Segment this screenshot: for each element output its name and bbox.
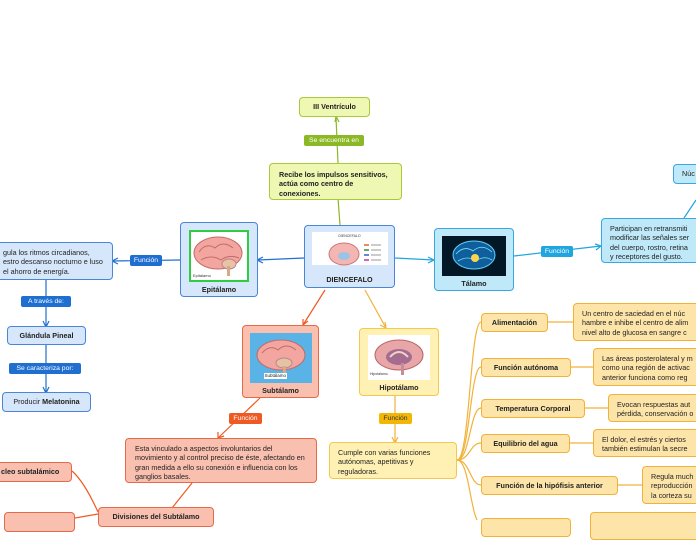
funcion-autonoma-node[interactable]: Función autónoma: [481, 358, 571, 377]
nucleo-subtalamico-text: cleo subtalámico: [1, 467, 60, 476]
glowing-brain-icon: [452, 240, 496, 270]
producir-text: Producir Melatonina: [3, 393, 90, 411]
melatonina-text: Melatonina: [42, 397, 80, 406]
subtalamo-image-label: Subtálamo: [263, 373, 288, 379]
a-traves-label[interactable]: A través de:: [21, 296, 71, 307]
hipotalamo-image: Hipotálamo: [368, 335, 430, 380]
connector-lines: [42, 114, 696, 520]
divisiones-node[interactable]: Divisiones del Subtálamo: [98, 507, 214, 527]
alimentacion-desc: Un centro de saciedad en el núc hambre e…: [582, 309, 689, 337]
talamo-nucleo-text: Núc: [682, 169, 695, 178]
subtalamo-image: Subtálamo: [249, 333, 312, 383]
talamo-funcion-node[interactable]: Participan en retransmiti modificar las …: [601, 218, 696, 263]
hipotalamo-node[interactable]: Hipotálamo Hipotálamo: [359, 328, 439, 396]
equilibrio-desc: El dolor, el estrés y ciertos también es…: [602, 435, 688, 454]
talamo-image: [442, 236, 506, 276]
hipotalamo-desc-cut[interactable]: [590, 512, 696, 540]
alimentacion-label: Alimentación: [491, 318, 538, 327]
glandula-text: Glándula Pineal: [19, 331, 74, 340]
hipotalamo-title: Hipotálamo: [379, 383, 419, 392]
hipotalamo-item-cut[interactable]: [481, 518, 571, 537]
hipotalamo-funcion-text: Cumple con varias funciones autónomas, a…: [338, 448, 431, 476]
recibe-text: Recibe los impulsos sensitivos, actúa co…: [279, 170, 388, 198]
temperatura-label: Temperatura Corporal: [495, 404, 571, 413]
subtalamo-funcion-label[interactable]: Función: [229, 413, 262, 424]
hipofisis-desc-node[interactable]: Regula much reproducción la corteza su: [642, 466, 696, 504]
hipotalamo-funcion-node[interactable]: Cumple con varias funciones autónomas, a…: [329, 442, 457, 479]
equilibrio-desc-node[interactable]: El dolor, el estrés y ciertos también es…: [593, 429, 696, 457]
funcion-autonoma-desc: Las áreas posterolateral y m como una re…: [602, 354, 693, 382]
equilibrio-node[interactable]: Equilibrio del agua: [481, 434, 570, 453]
epitalamo-funcion-label[interactable]: Función: [130, 255, 162, 266]
hipotalamo-image-label: Hipotálamo: [370, 372, 388, 377]
ventriculo-label: III Ventrículo: [313, 102, 356, 111]
subtalamo-funcion-node[interactable]: Esta vinculado a aspectos involuntarios …: [125, 438, 317, 483]
divisiones-text: Divisiones del Subtálamo: [112, 512, 200, 521]
temperatura-node[interactable]: Temperatura Corporal: [481, 399, 585, 418]
division-node-cut[interactable]: [4, 512, 75, 532]
diencefalo-image-caption: DIENCEFALO: [338, 234, 361, 238]
talamo-nucleo-node[interactable]: Núc: [673, 164, 696, 184]
hipofisis-node[interactable]: Función de la hipófisis anterior: [481, 476, 618, 495]
talamo-title: Tálamo: [461, 279, 487, 288]
subtalamo-node[interactable]: Subtálamo Subtálamo: [242, 325, 319, 398]
nucleo-subtalamico-node[interactable]: cleo subtalámico: [0, 462, 72, 482]
brain-section-icon: [374, 339, 424, 375]
ventriculo-node[interactable]: III Ventrículo: [299, 97, 370, 117]
se-encuentra-label[interactable]: Se encuentra en: [304, 135, 364, 146]
temperatura-desc-node[interactable]: Evocan respuestas aut pérdida, conservac…: [608, 394, 696, 422]
hipofisis-label: Función de la hipófisis anterior: [496, 481, 603, 490]
producir-prefix: Producir: [13, 397, 43, 406]
talamo-node[interactable]: Tálamo: [434, 228, 514, 291]
recibe-node[interactable]: Recibe los impulsos sensitivos, actúa co…: [269, 163, 402, 200]
epitalamo-title: Epitálamo: [201, 285, 237, 294]
funcion-autonoma-desc-node[interactable]: Las áreas posterolateral y m como una re…: [593, 348, 696, 386]
se-caracteriza-label[interactable]: Se caracteriza por:: [9, 363, 81, 374]
alimentacion-node[interactable]: Alimentación: [481, 313, 548, 332]
equilibrio-label: Equilibrio del agua: [493, 439, 558, 448]
diencefalo-node[interactable]: DIENCEFALO DIENCEFALO: [304, 225, 395, 288]
funcion-autonoma-label: Función autónoma: [493, 363, 559, 372]
epitalamo-node[interactable]: Epitálamo Epitálamo: [180, 222, 258, 297]
epitalamo-funcion-text: gula los ritmos circadianos, estro desca…: [3, 248, 103, 276]
subtalamo-title: Subtálamo: [262, 386, 299, 395]
brain-icon: [256, 339, 305, 378]
epitalamo-funcion-node[interactable]: gula los ritmos circadianos, estro desca…: [0, 242, 113, 280]
temperatura-desc: Evocan respuestas aut pérdida, conservac…: [617, 400, 694, 419]
brain-icon: [193, 236, 243, 276]
subtalamo-funcion-text: Esta vinculado a aspectos involuntarios …: [135, 444, 305, 482]
diencefalo-title: DIENCEFALO: [326, 274, 373, 284]
glandula-node[interactable]: Glándula Pineal: [7, 326, 86, 345]
brain-diagram-icon: [328, 242, 381, 266]
talamo-funcion-text: Participan en retransmiti modificar las …: [610, 224, 690, 262]
hipofisis-desc: Regula much reproducción la corteza su: [651, 472, 694, 500]
diencefalo-image: DIENCEFALO: [311, 232, 388, 266]
hipotalamo-funcion-label[interactable]: Función: [379, 413, 412, 424]
talamo-funcion-label[interactable]: Función: [541, 246, 573, 257]
alimentacion-desc-node[interactable]: Un centro de saciedad en el núc hambre e…: [573, 303, 696, 341]
producir-node[interactable]: Producir Melatonina: [2, 392, 91, 412]
epitalamo-image-label: Epitálamo: [193, 272, 211, 278]
epitalamo-image: Epitálamo: [189, 230, 249, 282]
